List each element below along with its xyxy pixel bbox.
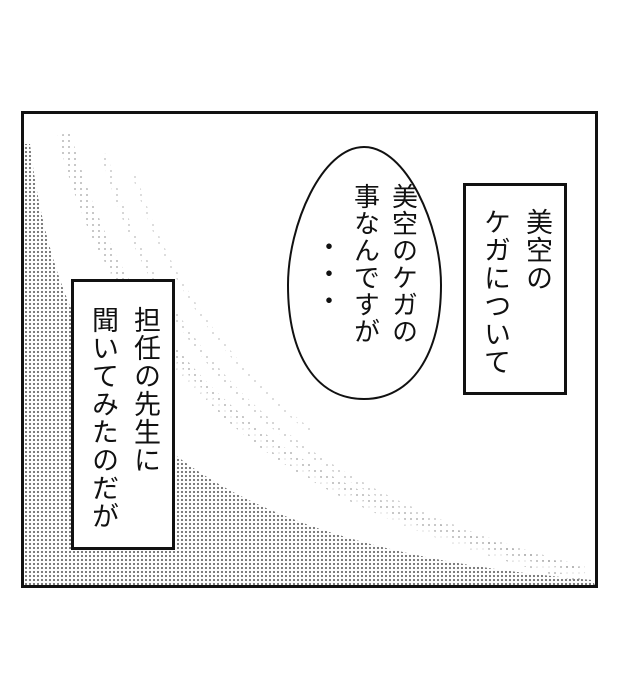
balloon-ellipsis: ・・・ [311,233,342,314]
balloon-line-1: 美空のケガの [387,183,418,345]
balloon-line-2: 事なんですが [349,183,380,345]
caption-left-line-1: 担任の先生に [129,306,160,474]
caption-left-line-2: 聞いてみたのだが [87,306,118,530]
caption-right-line-1: 美空の [521,208,552,292]
caption-box-right: 美空の ケガについて [463,183,567,395]
speech-balloon: 美空のケガの 事なんですが ・・・ [286,145,443,401]
caption-box-left: 担任の先生に 聞いてみたのだが [71,279,175,550]
manga-panel: 美空のケガの 事なんですが ・・・ 美空の ケガについて 担任の先生に 聞いてみ… [21,111,598,588]
caption-right-line-2: ケガについて [479,208,510,376]
